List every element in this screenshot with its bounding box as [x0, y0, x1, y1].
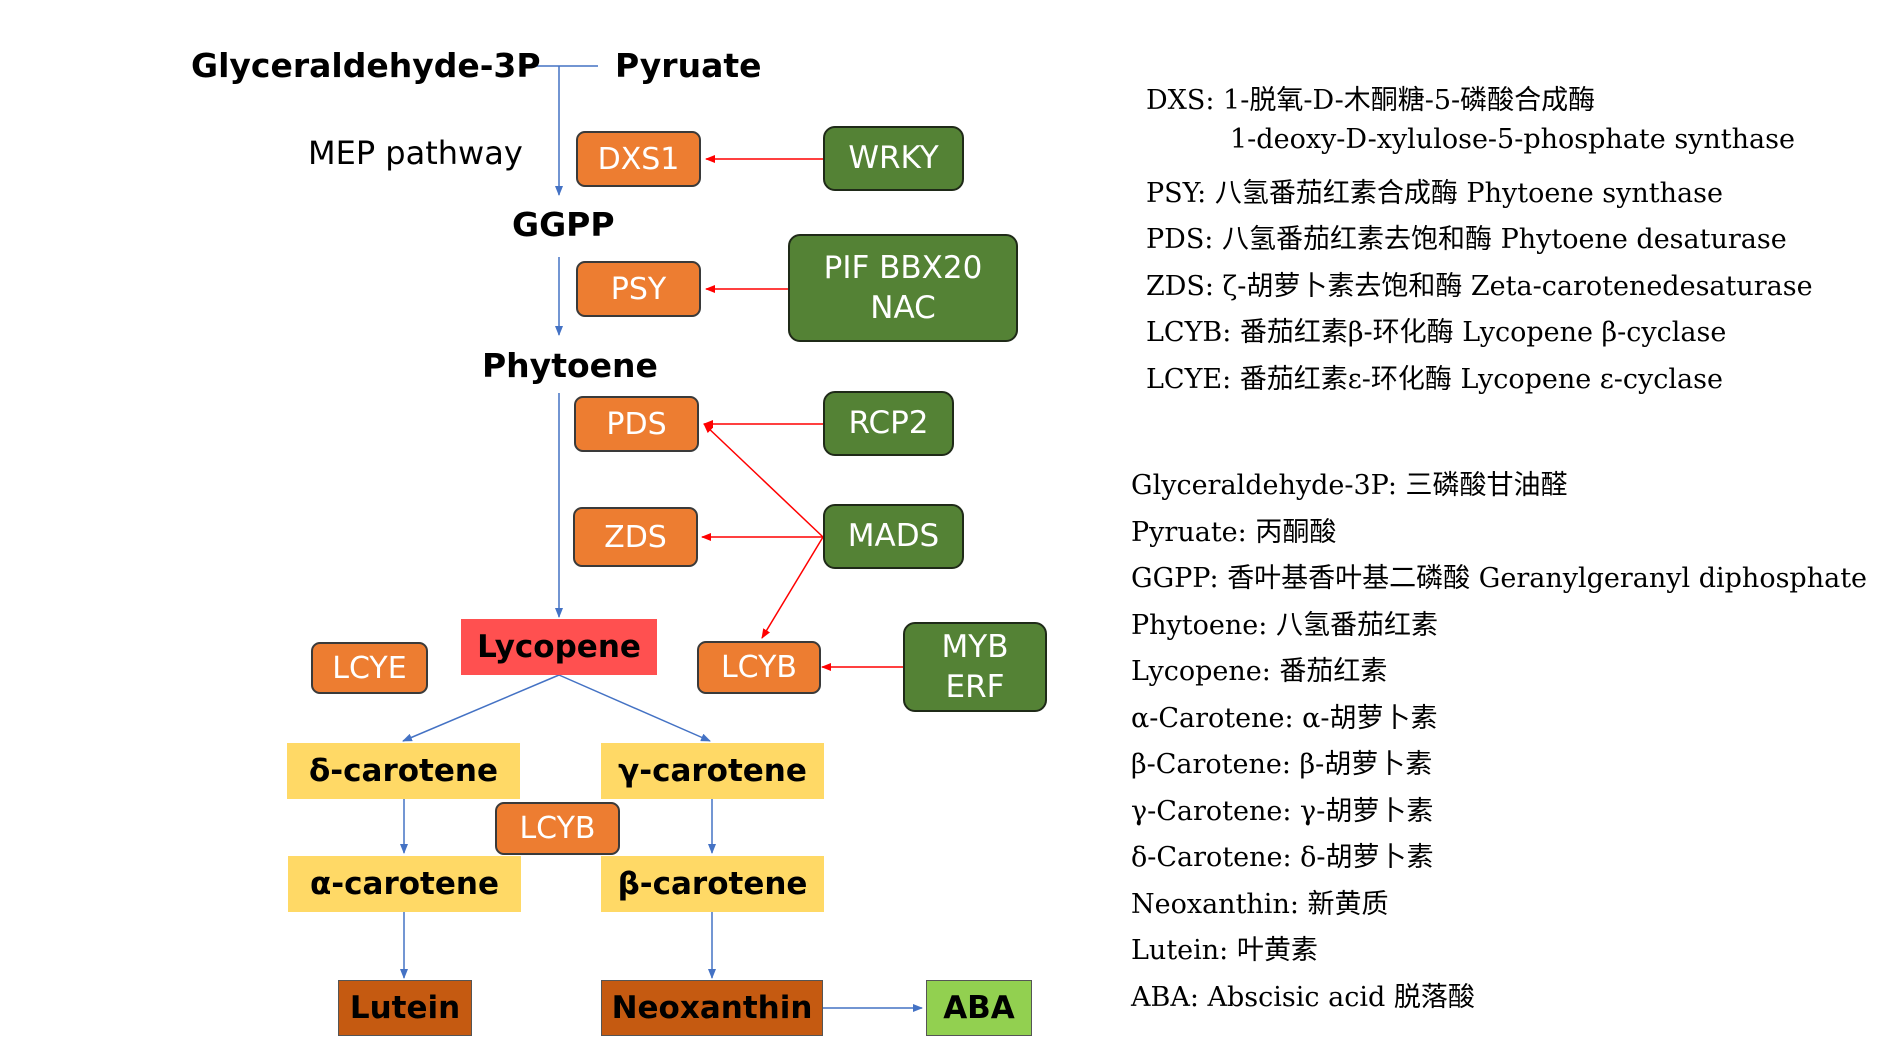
- lutein-box: Lutein: [338, 980, 472, 1036]
- mep-pathway-label: MEP pathway: [308, 134, 523, 172]
- erf-text: ERF: [945, 669, 1005, 705]
- legend-psy: PSY: 八氢番茄红素合成酶 Phytoene synthase: [1146, 178, 1723, 209]
- nac-text: NAC: [870, 290, 936, 326]
- legend-neoxanthin: Neoxanthin: 新黄质: [1131, 889, 1389, 920]
- delta-carotene-box: δ-carotene: [287, 743, 520, 799]
- arrow-mads-to-lcyb: [761, 536, 824, 639]
- legend-beta-carotene: β-Carotene: β-胡萝卜素: [1131, 749, 1433, 780]
- legend-delta-carotene: δ-Carotene: δ-胡萝卜素: [1131, 842, 1434, 873]
- lcye-enzyme: LCYE: [311, 642, 428, 694]
- arrow-lycopene-to-delta: [402, 674, 560, 742]
- pif-bbx20-text: PIF BBX20: [823, 249, 983, 286]
- alpha-carotene-box: α-carotene: [288, 856, 521, 912]
- legend-ggpp: GGPP: 香叶基香叶基二磷酸 Geranylgeranyl diphospha…: [1131, 563, 1868, 594]
- neoxanthin-box: Neoxanthin: [601, 980, 823, 1036]
- rcp2-regulator: RCP2: [823, 391, 954, 456]
- zds-enzyme: ZDS: [573, 507, 698, 567]
- pyruate-label: Pyruate: [615, 46, 762, 85]
- wrky-regulator: WRKY: [823, 126, 964, 191]
- legend-dxs: DXS: 1-脱氧-D-木酮糖-5-磷酸合成酶: [1146, 85, 1596, 116]
- legend-phytoene: Phytoene: 八氢番茄红素: [1131, 610, 1438, 641]
- pif-bbx20-nac-regulator: PIF BBX20 NAC: [788, 234, 1018, 342]
- myb-erf-regulator: MYB ERF: [903, 622, 1047, 712]
- legend-lycopene: Lycopene: 番茄红素: [1131, 656, 1388, 687]
- myb-text: MYB: [941, 628, 1009, 665]
- lycopene-box: Lycopene: [461, 619, 657, 675]
- legend-pyruate: Pyruate: 丙酮酸: [1131, 517, 1337, 548]
- lcyb-enzyme: LCYB: [697, 641, 821, 694]
- arrow-mads-to-pds: [703, 423, 824, 538]
- legend-lcye: LCYE: 番茄红素ε-环化酶 Lycopene ε-cyclase: [1146, 364, 1723, 395]
- legend-dxs-english: 1-deoxy-D-xylulose-5-phosphate synthase: [1230, 124, 1795, 155]
- aba-box: ABA: [926, 980, 1032, 1036]
- lcyb-enzyme-center: LCYB: [495, 802, 620, 855]
- mads-regulator: MADS: [823, 504, 964, 569]
- legend-zds: ZDS: ζ-胡萝卜素去饱和酶 Zeta-carotenedesaturase: [1146, 271, 1813, 302]
- legend-glyceraldehyde-3p: Glyceraldehyde-3P: 三磷酸甘油醛: [1131, 470, 1568, 501]
- beta-carotene-box: β-carotene: [601, 856, 824, 912]
- pds-enzyme: PDS: [574, 396, 699, 452]
- ggpp-label: GGPP: [512, 205, 615, 244]
- legend-lcyb: LCYB: 番茄红素β-环化酶 Lycopene β-cyclase: [1146, 317, 1727, 348]
- legend-aba: ABA: Abscisic acid 脱落酸: [1131, 982, 1475, 1013]
- dxs1-enzyme: DXS1: [576, 131, 701, 187]
- glyceraldehyde-3p-label: Glyceraldehyde-3P: [191, 46, 541, 85]
- psy-enzyme: PSY: [576, 261, 701, 317]
- legend-lutein: Lutein: 叶黄素: [1131, 935, 1318, 966]
- phytoene-label: Phytoene: [482, 346, 658, 385]
- legend-gamma-carotene: γ-Carotene: γ-胡萝卜素: [1131, 796, 1434, 827]
- gamma-carotene-box: γ-carotene: [601, 743, 824, 799]
- legend-pds: PDS: 八氢番茄红素去饱和酶 Phytoene desaturase: [1146, 224, 1787, 255]
- arrow-lycopene-to-gamma: [558, 674, 711, 742]
- legend-alpha-carotene: α-Carotene: α-胡萝卜素: [1131, 703, 1438, 734]
